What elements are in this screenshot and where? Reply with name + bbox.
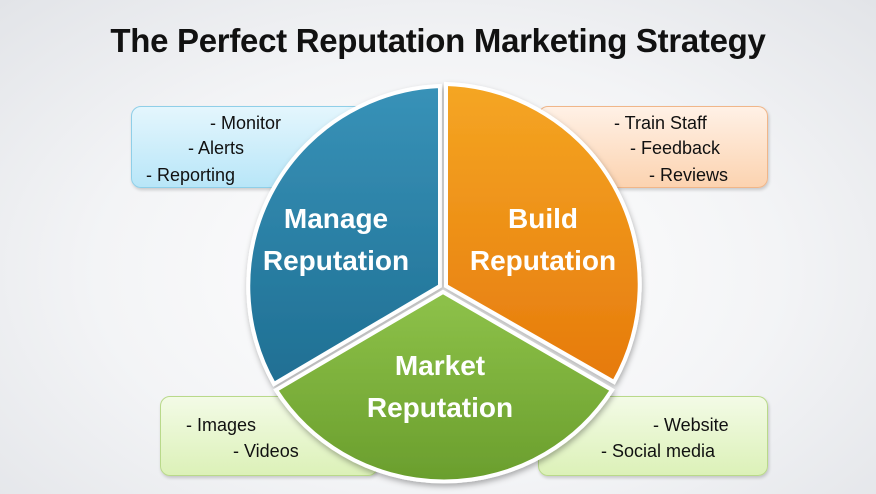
market-label-line1: Market xyxy=(395,350,485,381)
segment-manage xyxy=(246,83,442,387)
market-item-images: - Images xyxy=(186,415,257,435)
market-item-website: - Website xyxy=(653,415,729,435)
market-item-videos: - Videos xyxy=(233,441,299,461)
market-label-line2: Reputation xyxy=(367,392,513,423)
build-label-line1: Build xyxy=(508,203,578,234)
market-item-social-media: - Social media xyxy=(601,441,716,461)
segment-market xyxy=(273,289,615,484)
build-item-reviews: - Reviews xyxy=(649,165,729,185)
diagram-title: The Perfect Reputation Marketing Strateg… xyxy=(110,22,766,59)
manage-item-reporting: - Reporting xyxy=(146,165,236,185)
manage-label-line2: Reputation xyxy=(263,245,409,276)
build-item-feedback: - Feedback xyxy=(630,138,721,158)
manage-item-monitor: - Monitor xyxy=(210,113,282,133)
build-item-train-staff: - Train Staff xyxy=(614,113,707,133)
segment-build xyxy=(444,81,642,385)
manage-label-line1: Manage xyxy=(284,203,388,234)
manage-item-alerts: - Alerts xyxy=(188,138,245,158)
build-label-line2: Reputation xyxy=(470,245,616,276)
